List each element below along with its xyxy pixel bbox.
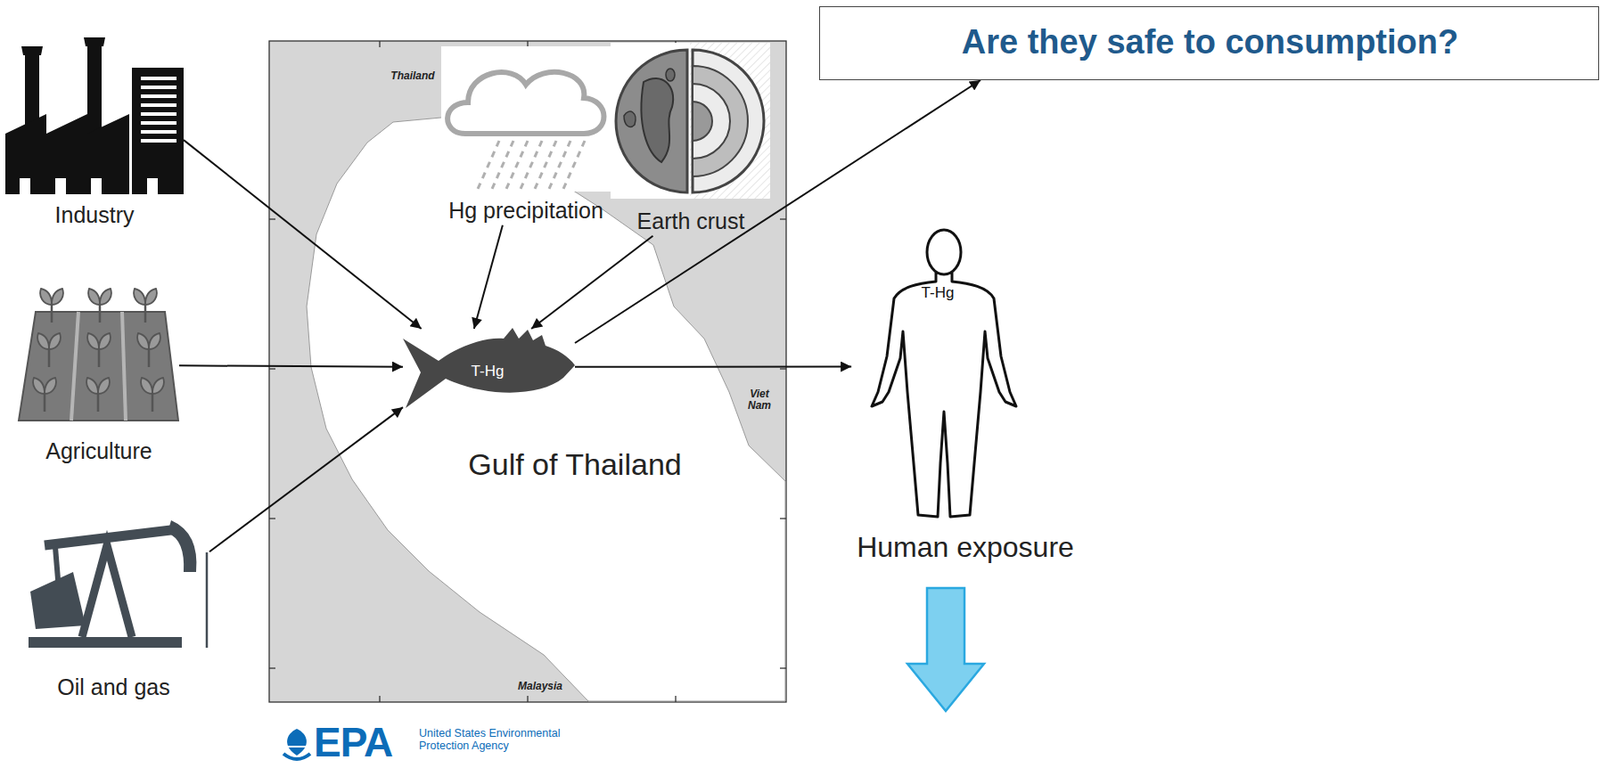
node-text: Human exposure — [856, 531, 1075, 565]
node-text: Hg precipitation — [448, 197, 604, 224]
flow-arrow — [179, 365, 403, 367]
flow-arrow — [183, 139, 422, 329]
oil-gas-source: Oil and gas — [17, 520, 210, 704]
node-text: Industry — [55, 202, 135, 229]
flow-arrow — [209, 407, 403, 552]
gulf-map — [269, 41, 787, 703]
epa-emblem — [283, 729, 311, 760]
fish-icon — [402, 328, 575, 409]
node-text: Oil and gas — [57, 674, 170, 701]
factory-icon — [5, 37, 184, 195]
rain-cloud-icon — [441, 46, 611, 192]
pumpjack-icon — [28, 520, 207, 649]
node-text: Agriculture — [45, 438, 153, 465]
node-text: T-Hg — [921, 284, 955, 303]
earth-layers-icon — [610, 42, 771, 199]
country-label: Thailand — [390, 70, 435, 83]
flow-arrow — [531, 236, 653, 329]
agriculture-source: Agriculture — [18, 283, 180, 467]
node-text: T-Hg — [471, 362, 505, 381]
node-text: Are they safe to consumption? — [961, 23, 1459, 63]
flow-arrow — [574, 366, 852, 369]
human-node: T-HgHuman exposure — [851, 229, 1084, 569]
logo-text: EPA — [313, 722, 393, 764]
flow-arrow — [474, 225, 503, 329]
node-text: Earth crust — [637, 208, 746, 235]
precipitation-source: Hg precipitation — [441, 46, 611, 226]
sea-label: Gulf of Thailand — [467, 447, 682, 483]
human-figure — [871, 229, 1017, 517]
country-label: Malaysia — [517, 681, 563, 694]
country-label: Viet Nam — [742, 388, 777, 412]
flow-arrow — [574, 80, 981, 344]
down-arrow — [907, 588, 985, 712]
agriculture-icon — [18, 288, 179, 421]
fish-node: T-Hg — [402, 328, 575, 414]
earth-crust-source: Earth crust — [610, 42, 772, 237]
industry-source: Industry — [5, 39, 184, 232]
logo-subtext: United States Environmental Protection A… — [418, 728, 575, 753]
question-box: Are they safe to consumption? — [819, 6, 1600, 81]
